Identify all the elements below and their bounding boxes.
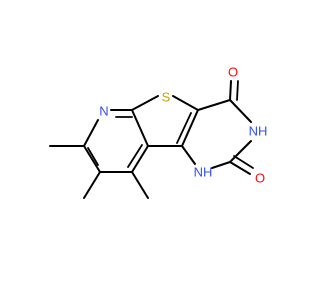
bond-c4p-o [229,80,232,101]
bond-c2-c3-double [176,112,192,144]
bond-c6-n [83,119,99,147]
bond-methyl-c5 [83,171,101,199]
bond-c2-c3 [181,109,199,147]
sulfur-atom: S [162,90,171,105]
bond-c2p-n1 [211,161,231,169]
molecule-structure: N S O NH O NH [49,65,268,199]
bond-c5-c6 [83,145,101,173]
bond-c7a-s [131,95,159,111]
bond-c2p-o-double [233,155,254,169]
oxygen-atom-bottom: O [255,171,265,186]
bond-c2-c4p [197,99,231,111]
oxygen-atom-top: O [228,65,238,80]
bond-c5-c6-double [87,147,99,166]
nitrogen-atom-pyridine: N [99,104,108,119]
bond-c2p-o [229,161,251,175]
bond-n1-c3 [181,145,196,165]
bond-methyl-c4 [131,171,149,199]
bond-c4p-o-double [236,80,239,101]
bond-c4p-n3 [229,99,252,123]
bond-c3a-c4 [131,145,149,173]
bond-n3-c2p [229,140,252,163]
nh-atom-n1: NH [194,165,213,180]
nh-atom-n3: NH [249,124,268,139]
bond-c7a-c3a [131,109,149,147]
bond-s-c2 [172,95,199,111]
bond-c3a-c4-double [127,144,143,168]
